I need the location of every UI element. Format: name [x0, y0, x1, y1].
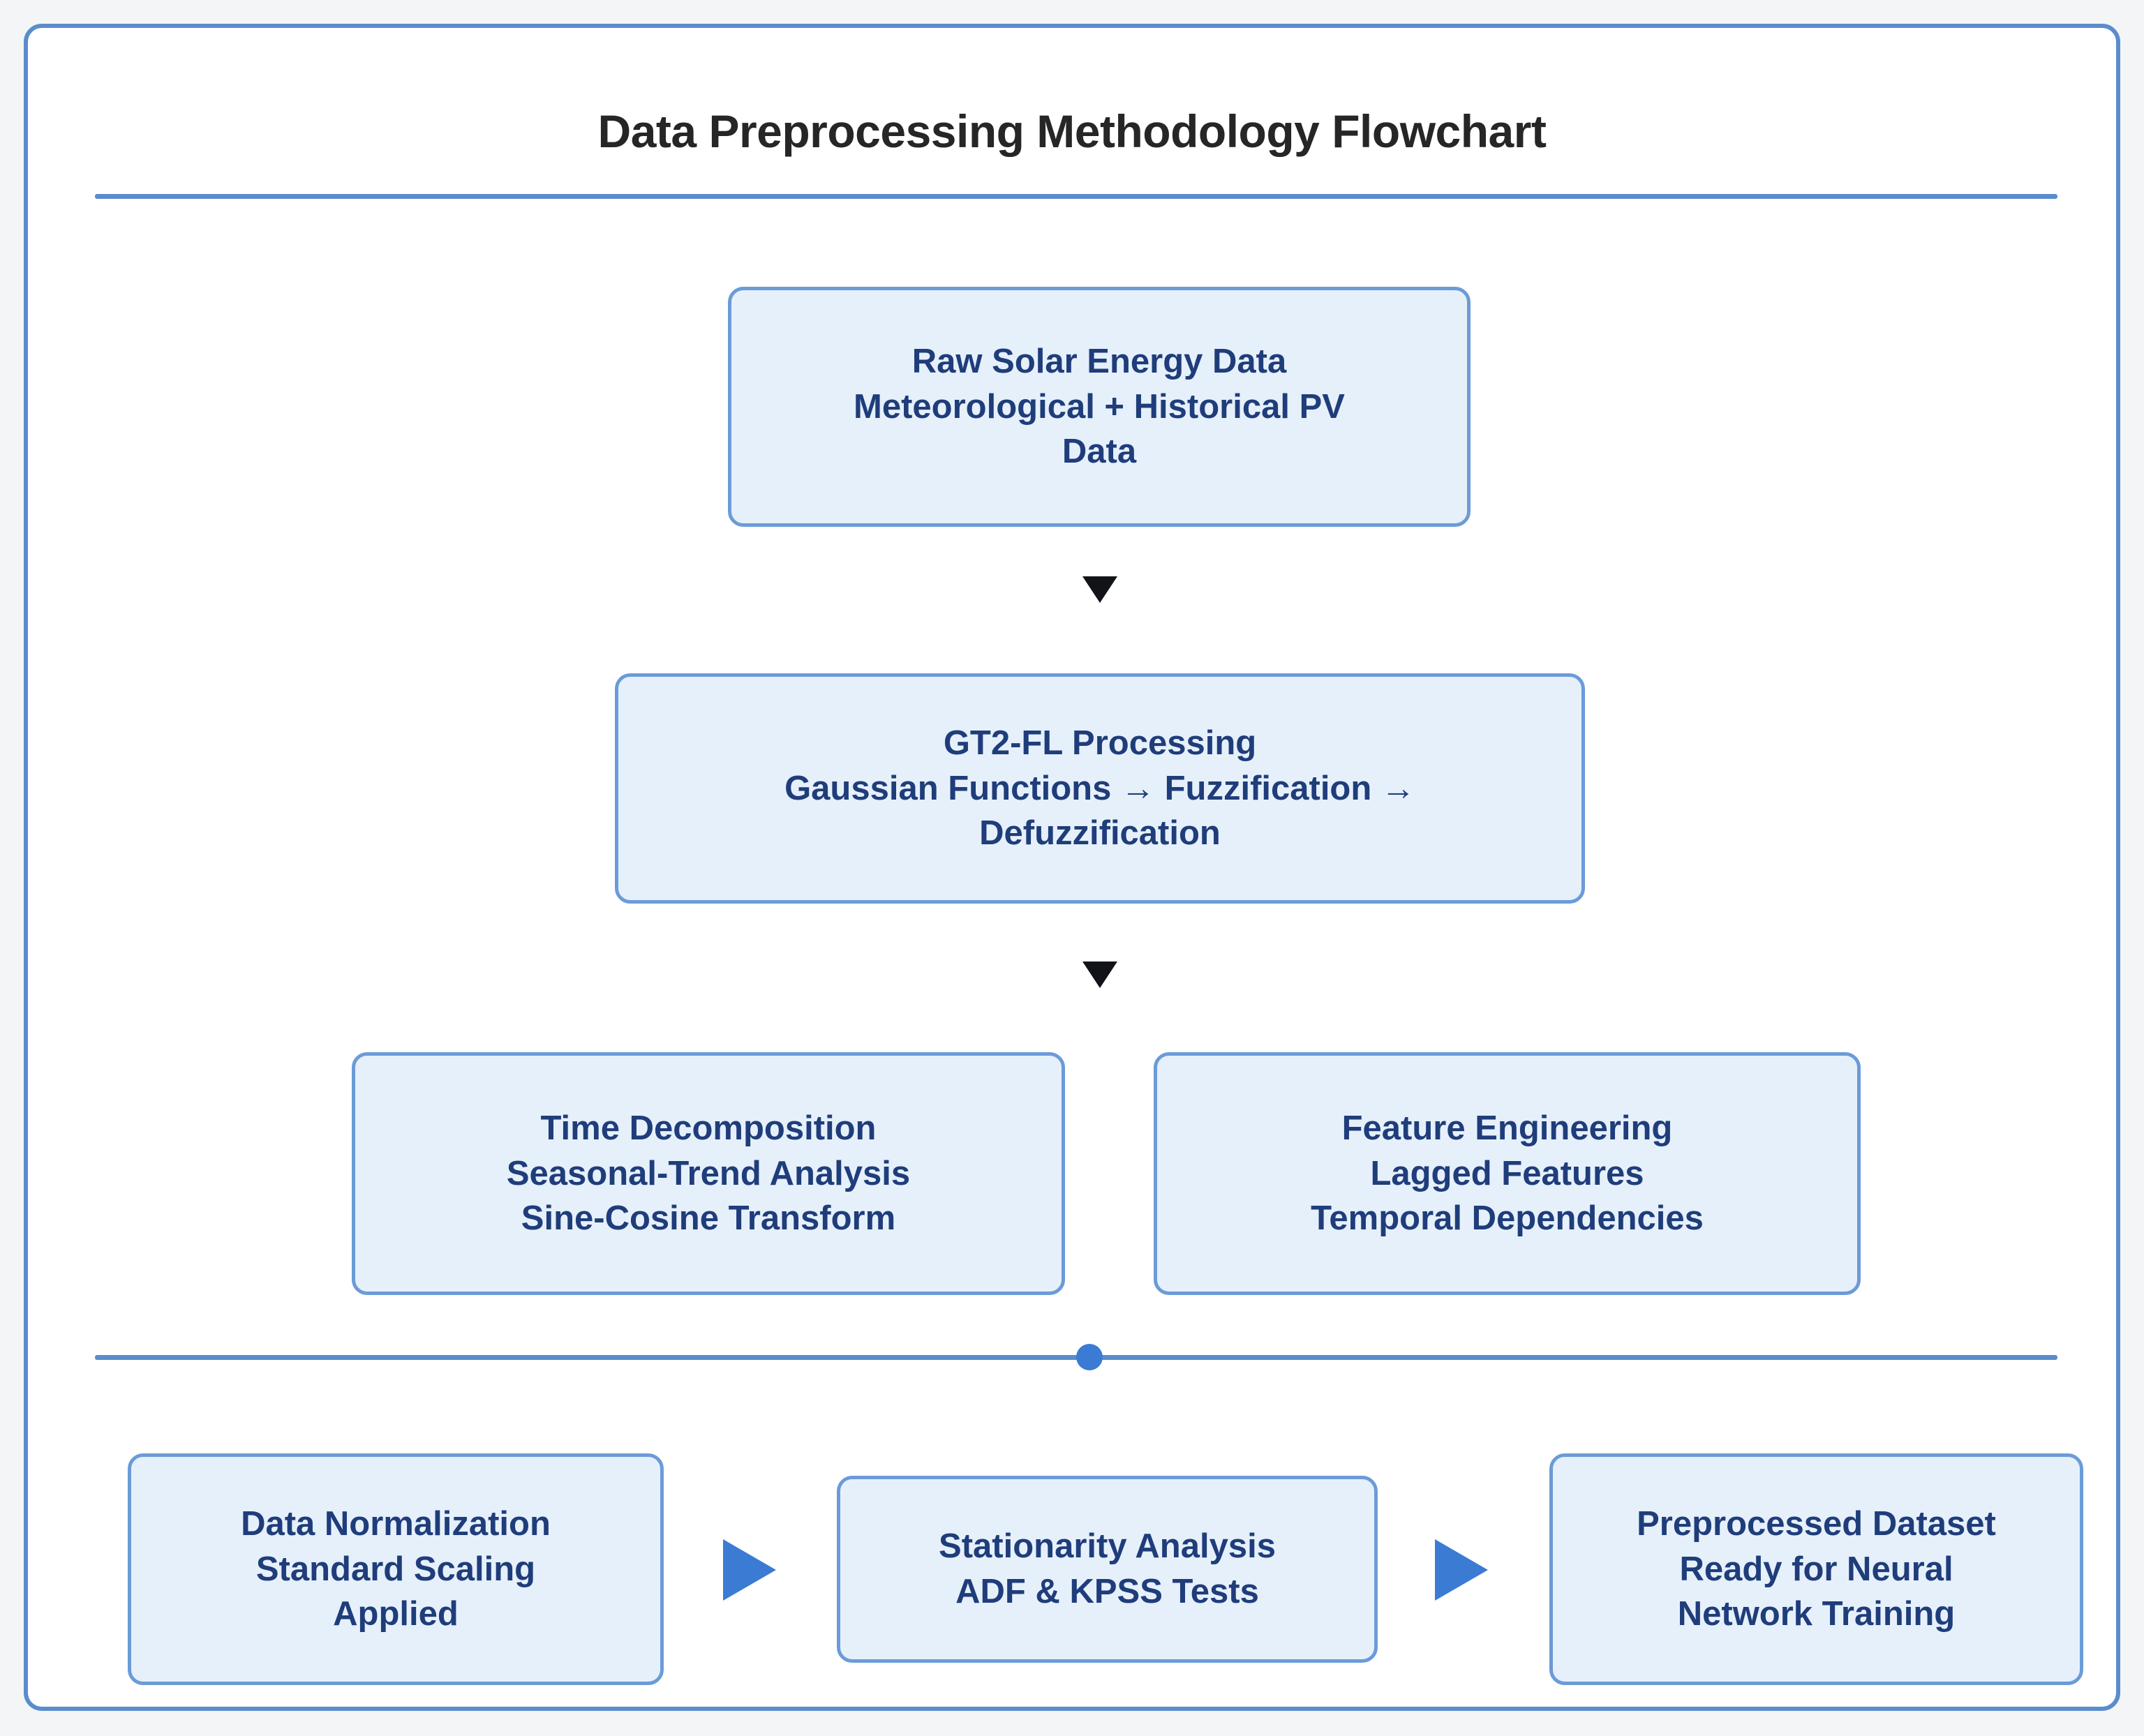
- down-arrow-icon: [1082, 961, 1117, 988]
- node-feature-engineering-line3: Temporal Dependencies: [1311, 1199, 1704, 1238]
- node-preprocessed-dataset-line2: Ready for Neural: [1679, 1550, 1953, 1588]
- page-title: Data Preprocessing Methodology Flowchart: [597, 105, 1547, 157]
- node-time-decomposition-line2: Seasonal-Trend Analysis: [506, 1154, 911, 1192]
- node-feature-engineering-line1: Feature Engineering: [1341, 1109, 1673, 1147]
- node-time-decomposition[interactable]: Time Decomposition Seasonal-Trend Analys…: [352, 1052, 1065, 1295]
- down-arrow-icon: [1082, 576, 1117, 603]
- flowchart-frame: Data Preprocessing Methodology Flowchart…: [24, 24, 2120, 1711]
- node-gt2fl-line1: GT2-FL Processing: [943, 724, 1257, 762]
- node-raw-solar-energy-data[interactable]: Raw Solar Energy Data Meteorological + H…: [728, 287, 1471, 527]
- node-gt2fl-line3: Defuzzification: [979, 814, 1221, 853]
- node-feature-engineering-line2: Lagged Features: [1370, 1154, 1644, 1192]
- right-arrow-icon: [723, 1539, 776, 1601]
- node-time-decomposition-line3: Sine-Cosine Transform: [521, 1199, 896, 1238]
- node-data-normalization-line2: Standard Scaling: [255, 1550, 536, 1588]
- node-preprocessed-dataset-line1: Preprocessed Dataset: [1637, 1504, 1996, 1543]
- node-preprocessed-dataset[interactable]: Preprocessed Dataset Ready for Neural Ne…: [1549, 1453, 2083, 1685]
- node-time-decomposition-line1: Time Decomposition: [540, 1109, 877, 1147]
- node-preprocessed-dataset-line3: Network Training: [1677, 1595, 1956, 1633]
- right-arrow-icon: [1435, 1539, 1488, 1601]
- node-feature-engineering[interactable]: Feature Engineering Lagged Features Temp…: [1154, 1052, 1861, 1295]
- node-stationarity-analysis[interactable]: Stationarity Analysis ADF & KPSS Tests: [837, 1476, 1378, 1663]
- node-raw-data-line2: Meteorological + Historical PV: [854, 387, 1345, 426]
- node-data-normalization[interactable]: Data Normalization Standard Scaling Appl…: [128, 1453, 664, 1685]
- title-divider: [95, 194, 2057, 199]
- node-data-normalization-line1: Data Normalization: [241, 1504, 551, 1543]
- node-stationarity-analysis-line2: ADF & KPSS Tests: [955, 1573, 1259, 1610]
- node-raw-data-line3: Data: [1062, 433, 1137, 471]
- node-gt2fl-line2: Gaussian Functions → Fuzzification →: [784, 769, 1415, 807]
- node-gt2fl-processing[interactable]: GT2-FL Processing Gaussian Functions → F…: [615, 673, 1585, 904]
- node-raw-data-line1: Raw Solar Energy Data: [911, 342, 1287, 380]
- node-data-normalization-line3: Applied: [333, 1595, 459, 1633]
- node-stationarity-analysis-line1: Stationarity Analysis: [939, 1527, 1276, 1566]
- junction-dot-icon: [1076, 1344, 1103, 1370]
